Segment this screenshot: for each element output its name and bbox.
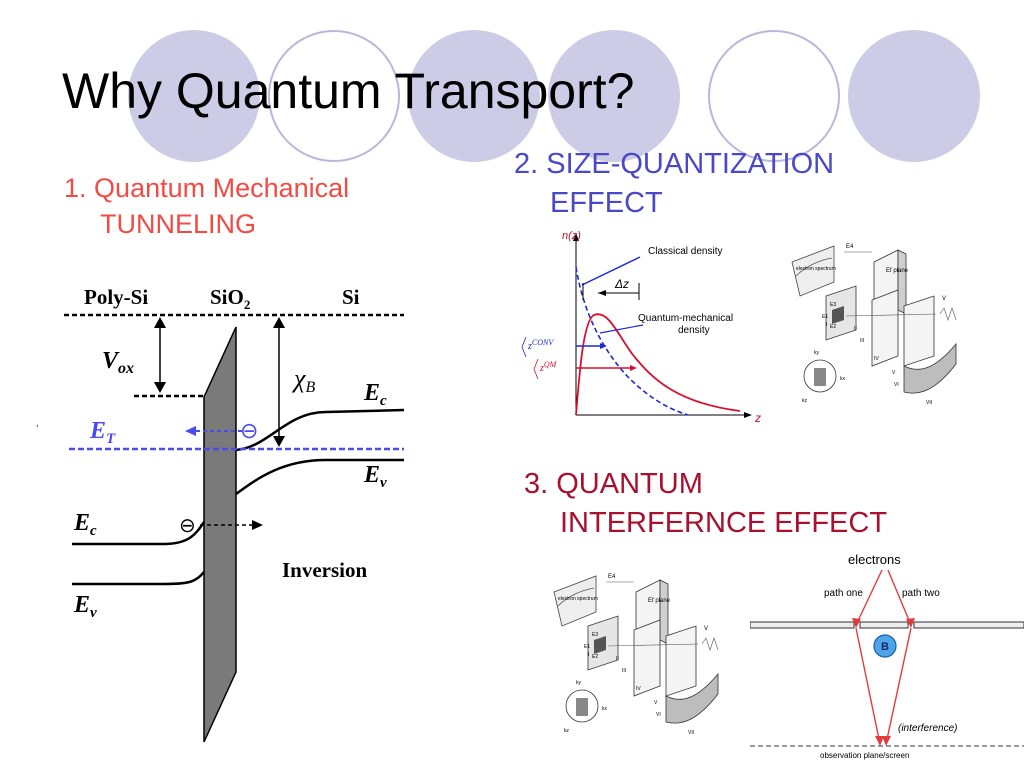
tunneling-band-diagram: Poly-Si SiO2 Si Vox χB Ec Ev ET ⊖ Ec Ev … [64, 272, 414, 752]
roman-i-2: I [588, 652, 589, 658]
density-plot: n(z) z Classical density Quantum-mechani… [518, 225, 770, 430]
path-one-label: path one [824, 588, 863, 599]
screen-label: observation plane/screen [820, 751, 909, 760]
point-1-number: 1. [64, 173, 87, 203]
electron-icon: ⊖ [179, 515, 196, 537]
roman-ii: II [854, 326, 857, 332]
roman-iv-2: IV [636, 686, 641, 692]
deco-circle-1 [128, 30, 260, 162]
oxide-barrier [203, 326, 237, 743]
e3-label-2: E3 [592, 632, 598, 638]
kz-label-2: kz [564, 728, 570, 734]
electron-spectrum-label: electron spectrum [796, 266, 836, 272]
si-label: Si [342, 285, 360, 309]
roman-vii-2: VII [688, 730, 694, 736]
deco-circle-6 [848, 30, 980, 162]
roman-iv: IV [874, 356, 879, 362]
ef-plane-label: Ef plane [886, 268, 909, 274]
band-structure-diagram-bottom: electron spectrum E4 Ef plane E3 E1 E2 V… [548, 566, 738, 746]
ef-plane-label-2: Ef plane [648, 598, 671, 604]
path-two-label: path two [902, 588, 940, 599]
point-size-quantization: 2. SIZE-QUANTIZATION EFFECT [514, 145, 834, 223]
e1-label: E1 [822, 314, 828, 320]
tunneling-electron-icon: ⊖ [240, 418, 258, 443]
e2-label-2: E2 [592, 654, 598, 660]
e4-label: E4 [846, 244, 854, 250]
deco-circle-4 [548, 30, 680, 162]
deco-circle-3 [408, 30, 540, 162]
chi-b-label: χB [291, 364, 315, 396]
sio2-label: SiO2 [210, 285, 250, 312]
inversion-label: Inversion [282, 558, 368, 582]
stray-mark: , [36, 418, 39, 429]
point-1-line2: TUNNELING [100, 209, 257, 239]
ev-left-label: Ev [73, 592, 97, 621]
kx-label: kx [840, 376, 846, 382]
ev-right-label: Ev [363, 462, 387, 491]
ec-right-label: Ec [363, 380, 387, 409]
interference-label: (interference) [898, 723, 957, 734]
e3-label: E3 [830, 302, 836, 308]
z-qm-label: zQM [539, 360, 558, 374]
e1-label-2: E1 [584, 644, 590, 650]
z-conv-label: zCONV [527, 338, 554, 352]
roman-vi: VI [894, 382, 899, 388]
roman-ii-2: II [616, 656, 619, 662]
poly-si-label: Poly-Si [84, 285, 148, 309]
electrons-label: electrons [848, 552, 901, 567]
point-2-line1: SIZE-QUANTIZATION [546, 148, 835, 180]
quantum-density-label-2: density [678, 325, 710, 336]
point-3-line2: INTERFERNCE EFFECT [560, 507, 888, 539]
point-tunneling: 1. Quantum Mechanical TUNNELING [64, 170, 349, 242]
roman-vii: VII [926, 400, 932, 406]
point-3-line1: QUANTUM [556, 468, 703, 500]
kx-label-2: kx [602, 706, 608, 712]
deco-circle-5 [708, 30, 840, 162]
deco-circle-2 [268, 30, 400, 162]
x-axis-label: z [754, 411, 761, 425]
interference-diagram: electrons path one path two B (interfere… [750, 548, 1024, 764]
roman-v: V [892, 370, 896, 376]
point-interference: 3. QUANTUM INTERFERNCE EFFECT [524, 465, 887, 543]
roman-v-2: V [654, 700, 658, 706]
point-3-number: 3. [524, 468, 549, 500]
band-structure-diagram-top: electron spectrum E4 Ef plane E3 E1 E2 V… [786, 236, 976, 416]
y-axis-label: n(z) [562, 230, 581, 242]
kz-label: kz [802, 398, 808, 404]
classical-density-label: Classical density [648, 246, 722, 257]
quantum-density-label-1: Quantum-mechanical [638, 313, 733, 324]
roman-iii: III [860, 338, 864, 344]
ec-left-label: Ec [73, 510, 97, 539]
point-2-number: 2. [514, 148, 539, 180]
e4-label-2: E4 [608, 574, 616, 580]
v-out-label: V [942, 296, 946, 302]
delta-z-label: Δz [614, 277, 629, 291]
electron-spectrum-label-2: electron spectrum [558, 596, 598, 602]
roman-iii-2: III [622, 668, 626, 674]
b-field-label: B [881, 641, 889, 653]
v-out-label-2: V [704, 626, 708, 632]
ky-label: ky [814, 350, 820, 356]
slide-title: Why Quantum Transport? [62, 63, 635, 119]
vox-label: Vox [102, 348, 134, 377]
roman-i: I [826, 322, 827, 328]
et-label: ET [89, 418, 116, 447]
point-2-line2: EFFECT [550, 187, 663, 219]
e2-label: E2 [830, 324, 836, 330]
ky-label-2: ky [576, 680, 582, 686]
point-1-line1: Quantum Mechanical [94, 173, 350, 203]
roman-vi-2: VI [656, 712, 661, 718]
